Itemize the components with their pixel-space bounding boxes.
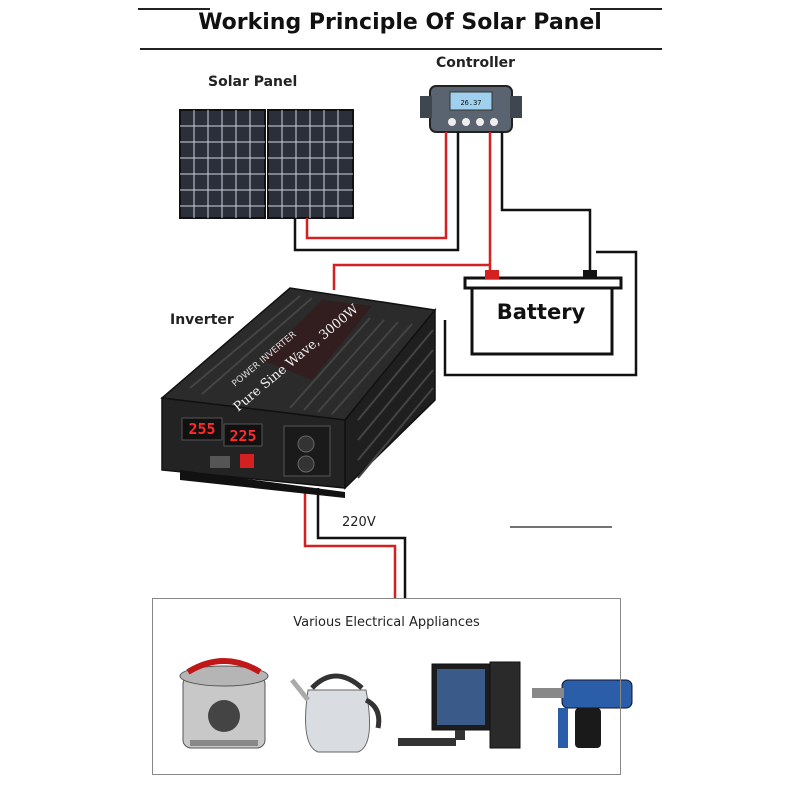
controller-display: 26.37: [460, 99, 481, 107]
kettle-icon: [290, 673, 382, 753]
wires: [293, 132, 638, 598]
battery-icon: [463, 270, 623, 356]
pressure-cooker-icon: [179, 658, 269, 749]
solar-panel-label: Solar Panel: [208, 74, 298, 90]
title-top-rule-right: [590, 8, 662, 10]
inverter-label: Inverter: [170, 312, 234, 328]
battery-label: Battery: [496, 300, 586, 324]
inverter-display-left: 255: [188, 420, 215, 438]
appliances-label: Various Electrical Appliances: [293, 615, 480, 630]
appliances-panel: Various Electrical Appliances: [152, 598, 621, 775]
title-underline: [140, 48, 662, 50]
solar-panel-icon: [179, 109, 354, 219]
controller-label: Controller: [436, 55, 516, 71]
title-top-rule: [138, 8, 210, 10]
inverter-icon: [160, 287, 437, 498]
controller-icon: [420, 85, 522, 133]
drill-icon: [532, 679, 633, 748]
computer-icon: [398, 661, 521, 749]
page-title: Working Principle Of Solar Panel: [198, 10, 602, 35]
voltage-label: 220V: [342, 515, 376, 530]
inverter-display-right: 225: [229, 427, 256, 445]
